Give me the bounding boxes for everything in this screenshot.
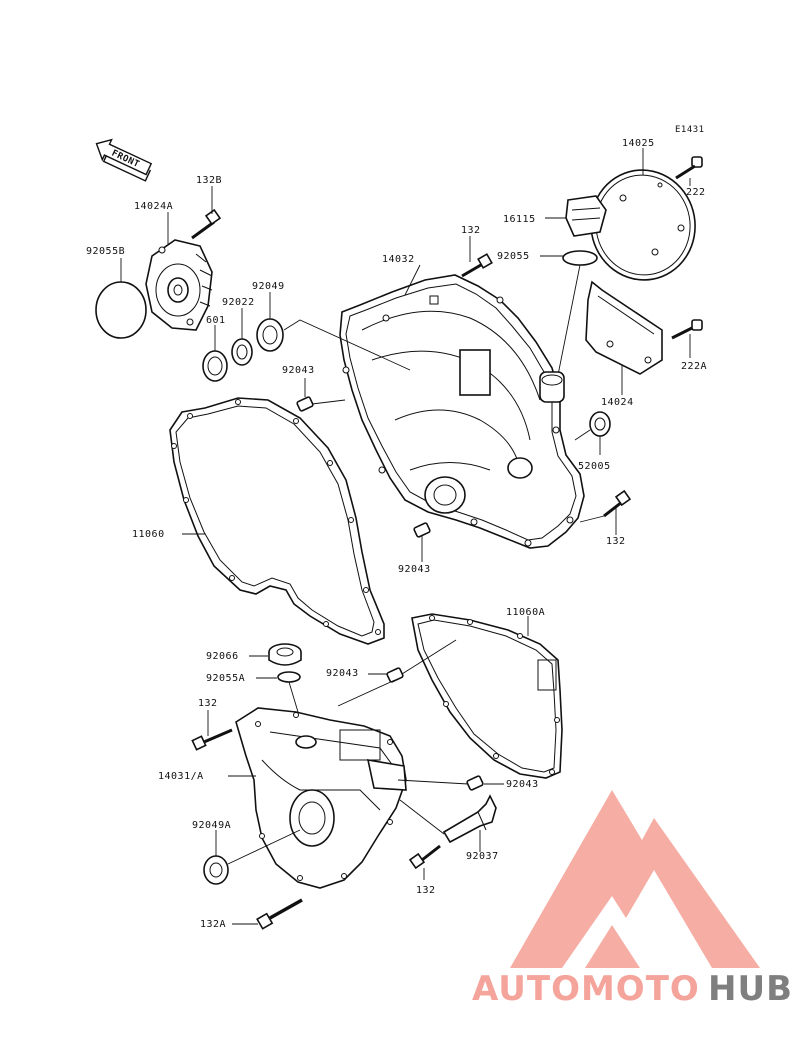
part-132-bolt-low <box>191 728 233 751</box>
logo-triangle-mark <box>510 790 760 968</box>
label-132-mid: 132 <box>606 536 626 547</box>
label-92049: 92049 <box>252 281 285 292</box>
label-222A: 222A <box>681 361 707 372</box>
label-92049A: 92049A <box>192 820 231 831</box>
part-92043-dowel-c <box>386 667 404 683</box>
label-132-bot: 132 <box>416 885 436 896</box>
label-132-top: 132 <box>461 225 481 236</box>
label-92055: 92055 <box>497 251 530 262</box>
part-92037-clamp <box>442 794 497 844</box>
label-14025: 14025 <box>622 138 655 149</box>
label-92037: 92037 <box>466 851 499 862</box>
part-14025-cover <box>590 169 696 281</box>
part-92049-seal <box>256 318 284 352</box>
part-92043-dowel-a <box>296 396 314 412</box>
part-16115-cap <box>565 195 607 237</box>
part-11060A-gasket <box>411 613 563 779</box>
label-92043-b: 92043 <box>398 564 431 575</box>
label-14024A: 14024A <box>134 201 173 212</box>
label-11060A: 11060A <box>506 607 545 618</box>
part-14032-clutch-cover <box>339 274 585 549</box>
logo-text-hub: HUB <box>708 969 793 1009</box>
label-132-low: 132 <box>198 698 218 709</box>
label-92055B: 92055B <box>86 246 125 257</box>
part-11060-gasket <box>169 397 385 645</box>
label-92055A: 92055A <box>206 673 245 684</box>
part-92055A-oring <box>277 671 301 683</box>
part-92043-dowel-d <box>466 775 484 791</box>
part-132-bolt-bot <box>408 844 441 870</box>
part-14024-bracket <box>585 280 663 375</box>
automotohub-logo: AUTOMOTO HUB <box>472 790 793 1009</box>
part-92066-plug <box>268 643 302 666</box>
part-132B-bolt <box>191 208 222 240</box>
part-14031A-generator-cover <box>235 707 407 889</box>
label-52005: 52005 <box>578 461 611 472</box>
label-16115: 16115 <box>503 214 536 225</box>
part-92022-washer <box>231 338 253 366</box>
label-92043-d: 92043 <box>506 779 539 790</box>
part-92055B-oring <box>95 281 147 339</box>
label-222: 222 <box>686 187 706 198</box>
logo-text-automoto: AUTOMOTO <box>472 969 700 1009</box>
part-222A-screw <box>671 319 703 340</box>
part-92049A-seal <box>203 855 229 885</box>
label-14032: 14032 <box>382 254 415 265</box>
label-14024: 14024 <box>601 397 634 408</box>
part-92043-dowel-b <box>413 522 431 538</box>
part-92055-oring <box>562 250 598 266</box>
front-arrow-icon: FRONT <box>95 138 153 182</box>
label-132B: 132B <box>196 175 222 186</box>
part-14024A-pump-cover <box>145 239 213 331</box>
part-222-screw <box>675 156 703 180</box>
label-11060: 11060 <box>132 529 165 540</box>
label-132A: 132A <box>200 919 226 930</box>
label-601: 601 <box>206 315 226 326</box>
part-132-bolt-top <box>461 253 493 278</box>
label-92022: 92022 <box>222 297 255 308</box>
part-52005-seal <box>589 411 611 437</box>
label-92066: 92066 <box>206 651 239 662</box>
part-132A-bolt <box>256 898 303 930</box>
diagram-code: E1431 <box>675 125 705 135</box>
part-132-bolt-mid <box>603 489 632 518</box>
part-601-bearing <box>202 350 228 382</box>
label-92043-a: 92043 <box>282 365 315 376</box>
label-14031A: 14031/A <box>158 771 204 782</box>
label-92043-c: 92043 <box>326 668 359 679</box>
